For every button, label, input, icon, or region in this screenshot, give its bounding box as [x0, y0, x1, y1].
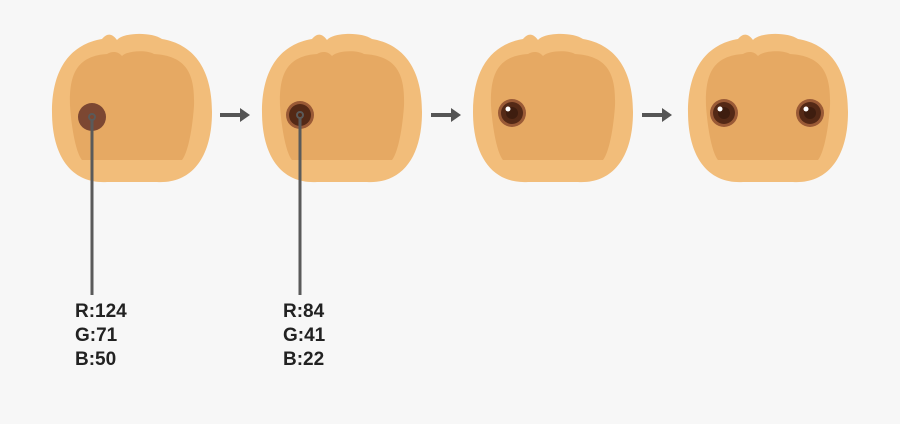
blue-value: B:22 — [283, 349, 325, 370]
arrow-right-icon — [220, 108, 250, 122]
eye-highlight-icon — [505, 106, 511, 112]
green-value: G:41 — [283, 325, 326, 346]
step-2-eye-base — [289, 104, 311, 126]
arrow-right-icon — [431, 108, 461, 122]
green-value: G:71 — [75, 325, 118, 346]
color-label-step-1: R:124 G:71 B:50 — [75, 300, 127, 372]
red-value: R:84 — [283, 301, 325, 322]
red-value: R:124 — [75, 301, 127, 322]
arrow-right-icon — [642, 108, 672, 122]
blue-value: B:50 — [75, 349, 117, 370]
step-3-eye — [498, 99, 526, 127]
step-2-head — [262, 33, 422, 183]
step-1-eye — [78, 103, 106, 295]
step-2-eye — [286, 101, 314, 295]
step-3-head — [473, 33, 633, 183]
color-label-step-2: R:84 G:41 B:22 — [283, 300, 325, 372]
step-4-right-eye — [796, 99, 824, 127]
eye-highlight-icon — [803, 106, 809, 112]
step-1-eye-base — [78, 103, 106, 131]
step-4-left-eye — [710, 99, 738, 127]
step-1-head — [52, 33, 212, 183]
eye-highlight-icon — [717, 106, 723, 112]
